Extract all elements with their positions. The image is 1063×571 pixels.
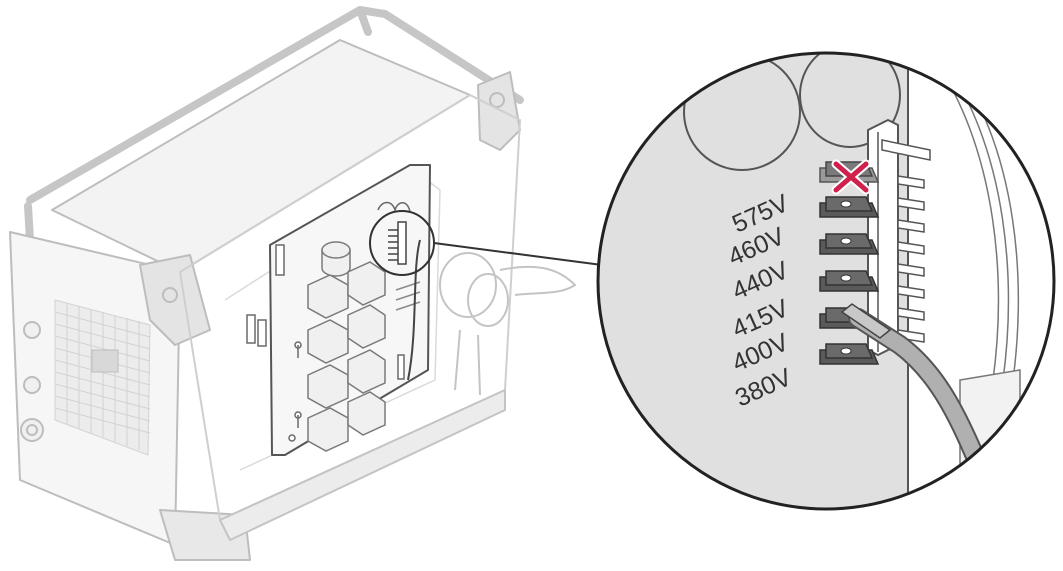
cross-icon <box>831 159 871 195</box>
front-connectors <box>20 321 44 442</box>
leader-line <box>433 242 603 266</box>
terminal-460v <box>819 196 880 218</box>
machine-handle <box>24 6 524 244</box>
internal-transformer <box>439 252 576 396</box>
bumper-screw <box>489 92 505 108</box>
machine <box>9 6 576 561</box>
tap-connector-pins <box>881 139 931 343</box>
machine-side-frame <box>179 94 521 521</box>
pcb-voltage-terminals <box>388 221 407 265</box>
magnifier-border <box>596 51 1056 511</box>
cable-sleeve <box>840 303 892 339</box>
pcb-components <box>246 201 421 442</box>
terminal-440v <box>819 233 880 255</box>
machine-base <box>219 389 506 541</box>
detail-capacitor <box>683 53 801 171</box>
bumper-top-right <box>477 71 521 151</box>
magnified-detail: 575V 460V 440V 415V 400V 380V <box>596 51 1056 511</box>
terminal-380v <box>819 343 880 365</box>
detail-capacitor <box>799 53 901 148</box>
terminal-415v <box>819 270 880 292</box>
circuit-board <box>246 164 435 456</box>
detail-pcb <box>598 53 908 509</box>
relay-blocks <box>307 261 386 452</box>
front-grille <box>54 299 151 456</box>
capacitor <box>321 241 351 277</box>
bumper-screw <box>162 287 178 303</box>
